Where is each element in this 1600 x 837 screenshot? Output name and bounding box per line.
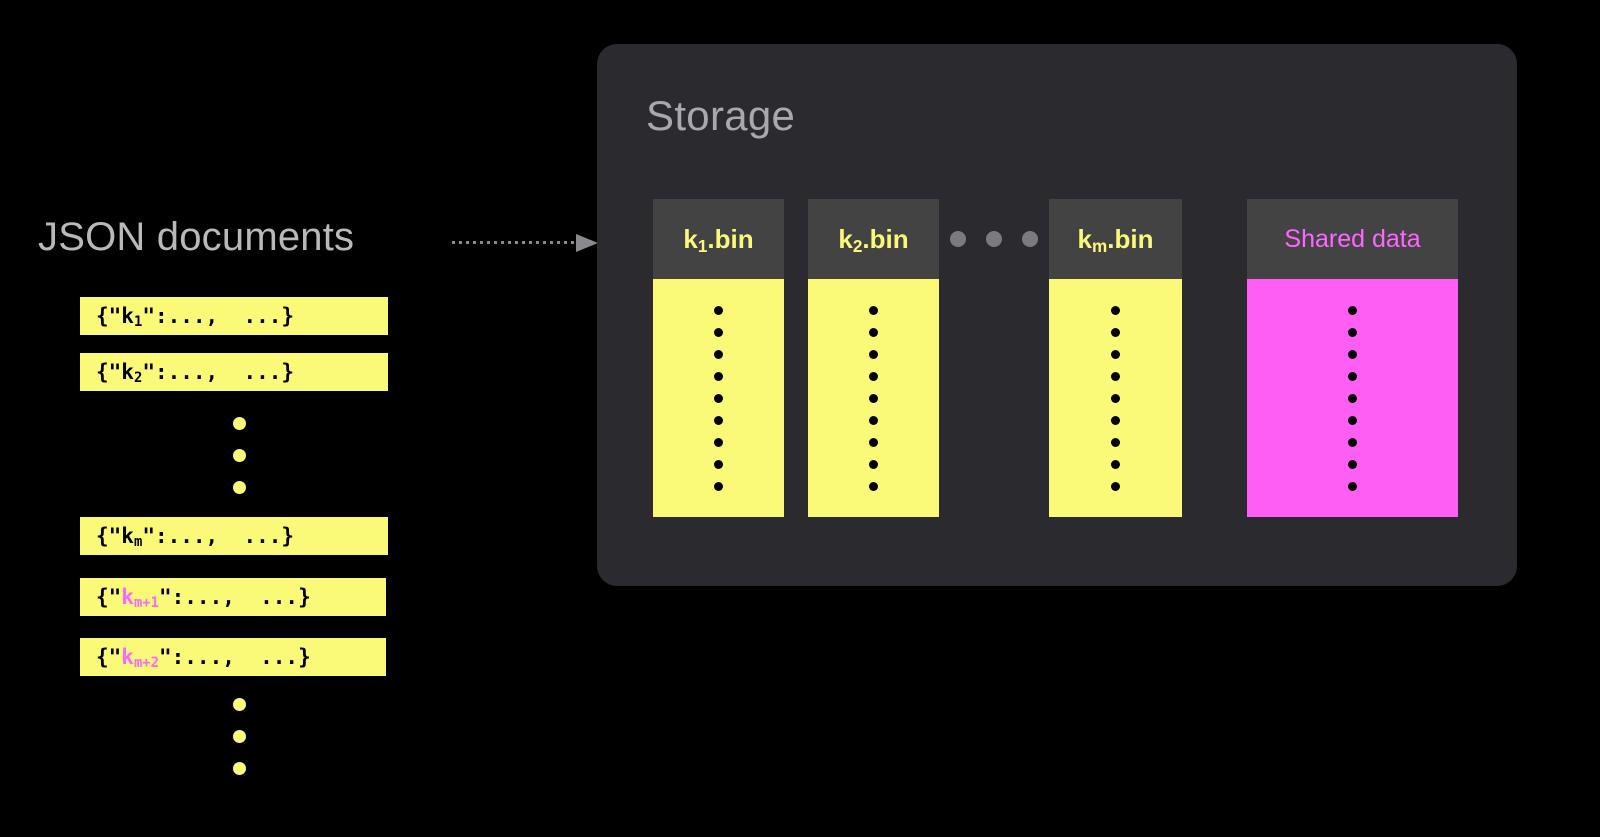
storage-bin-header: k2.bin <box>808 199 939 279</box>
record-dot <box>869 459 878 469</box>
storage-bin-body <box>1049 279 1182 517</box>
ellipsis-dot <box>986 231 1002 247</box>
record-dot <box>869 371 878 381</box>
record-dot <box>714 349 723 359</box>
record-dot <box>869 349 878 359</box>
record-dot <box>1111 371 1120 381</box>
storage-bin-header: km.bin <box>1049 199 1182 279</box>
json-document-row-k1: {"k1":..., ...} <box>80 297 388 335</box>
json-documents-title: JSON documents <box>38 215 355 259</box>
record-dot <box>1348 305 1357 315</box>
ellipsis-dot <box>233 730 246 743</box>
ellipsis-dot <box>950 231 966 247</box>
storage-bin-label: k1.bin <box>683 223 754 256</box>
record-dot <box>714 305 723 315</box>
record-dot <box>714 415 723 425</box>
storage-bin-body <box>808 279 939 517</box>
storage-bin-k2: k2.bin <box>808 199 939 517</box>
json-document-row-km1: {"km+1":..., ...} <box>80 578 386 616</box>
record-dot <box>1348 415 1357 425</box>
record-dot <box>1111 349 1120 359</box>
storage-bin-header: Shared data <box>1247 199 1458 279</box>
record-dot <box>1348 481 1357 491</box>
storage-bin-header: k1.bin <box>653 199 784 279</box>
record-dot <box>1111 459 1120 469</box>
ellipsis-dot <box>233 698 246 711</box>
json-document-text: {"km+1":..., ...} <box>96 584 311 611</box>
json-document-text: {"km":..., ...} <box>96 523 295 550</box>
storage-bin-k1: k1.bin <box>653 199 784 517</box>
record-dot <box>714 437 723 447</box>
record-dot <box>1348 349 1357 359</box>
storage-title: Storage <box>646 92 796 139</box>
record-dot <box>1348 393 1357 403</box>
storage-bin-label: k2.bin <box>838 223 909 256</box>
arrow-line <box>452 241 576 244</box>
record-dot <box>1348 459 1357 469</box>
json-document-text: {"k2":..., ...} <box>96 359 295 386</box>
json-document-row-km2: {"km+2":..., ...} <box>80 638 386 676</box>
record-dot <box>1348 327 1357 337</box>
dotted-arrow-icon <box>452 234 598 252</box>
storage-bin-label: km.bin <box>1077 223 1154 256</box>
record-dot <box>1111 481 1120 491</box>
json-documents-ellipsis-top <box>233 417 246 494</box>
record-dot <box>869 393 878 403</box>
json-document-text: {"k1":..., ...} <box>96 303 295 330</box>
record-dot <box>869 327 878 337</box>
record-dot <box>869 305 878 315</box>
record-dot <box>714 393 723 403</box>
storage-panel: Storage k1.bin <box>597 44 1517 586</box>
record-dot <box>1111 327 1120 337</box>
ellipsis-dot <box>1022 231 1038 247</box>
record-dot <box>714 481 723 491</box>
record-dot <box>1111 305 1120 315</box>
storage-bin-km: km.bin <box>1049 199 1182 517</box>
record-dot <box>1111 415 1120 425</box>
ellipsis-dot <box>233 762 246 775</box>
record-dot <box>869 481 878 491</box>
storage-bin-label: Shared data <box>1284 224 1421 253</box>
record-dot <box>1348 371 1357 381</box>
record-dot <box>1111 437 1120 447</box>
json-documents-ellipsis-bottom <box>233 698 246 775</box>
record-dot <box>1111 393 1120 403</box>
arrow-head <box>576 234 598 252</box>
record-dot <box>869 437 878 447</box>
ellipsis-dot <box>233 449 246 462</box>
json-document-row-k2: {"k2":..., ...} <box>80 353 388 391</box>
record-dot <box>714 371 723 381</box>
record-dot <box>714 459 723 469</box>
storage-bin-body <box>1247 279 1458 517</box>
record-dot <box>714 327 723 337</box>
ellipsis-dot <box>233 481 246 494</box>
record-dot <box>1348 437 1357 447</box>
storage-bins-row: k1.bin k2.bin <box>653 199 1458 517</box>
ellipsis-dot <box>233 417 246 430</box>
storage-bin-body <box>653 279 784 517</box>
storage-bins-ellipsis <box>939 199 1049 279</box>
json-document-row-km: {"km":..., ...} <box>80 517 388 555</box>
storage-bin-shared-data: Shared data <box>1247 199 1458 517</box>
json-document-text: {"km+2":..., ...} <box>96 644 311 671</box>
record-dot <box>869 415 878 425</box>
